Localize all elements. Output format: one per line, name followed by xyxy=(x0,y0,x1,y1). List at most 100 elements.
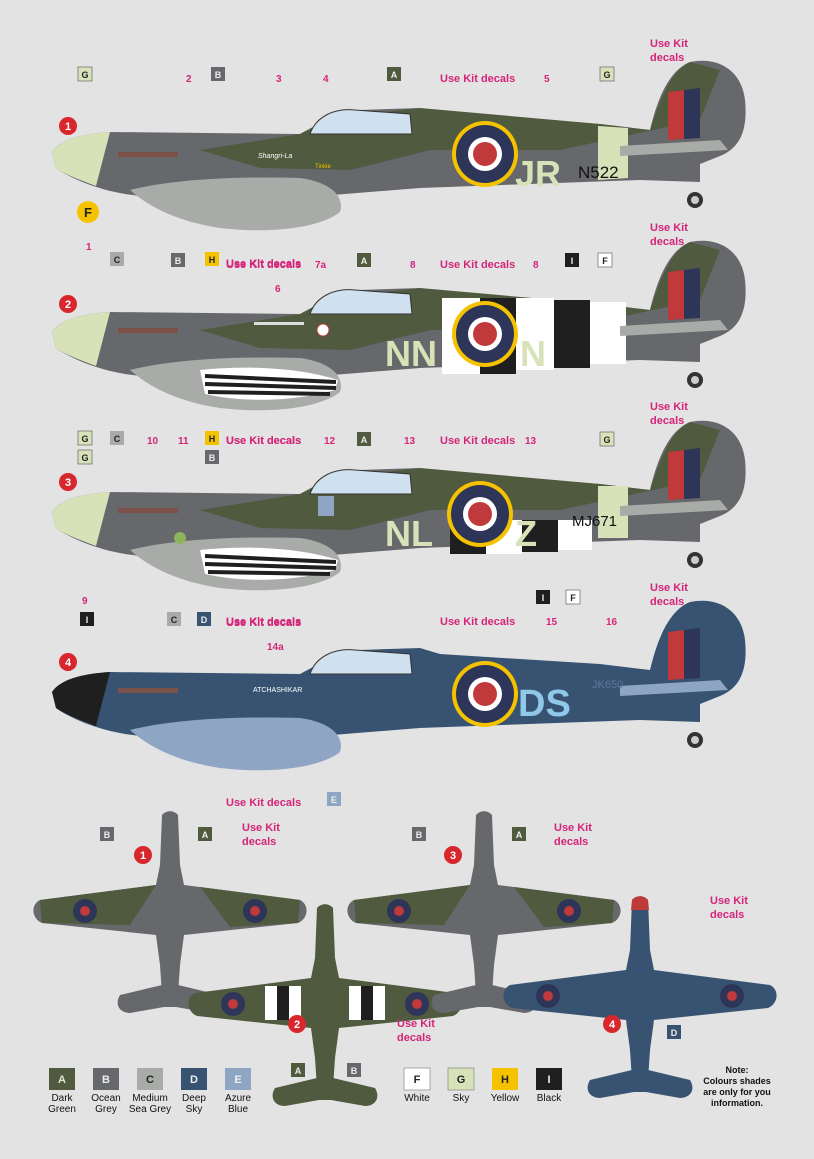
top-view-3: 3 B A Use Kit decals xyxy=(347,811,621,1013)
profile-2-letter-lower1: C xyxy=(110,431,124,445)
svg-text:I: I xyxy=(542,593,545,603)
svg-text:B: B xyxy=(175,256,182,266)
legend-code: A xyxy=(58,1074,66,1086)
top-view-1-number-badge xyxy=(134,846,152,864)
svg-text:decals: decals xyxy=(242,836,276,848)
profile-3-callout: 10 xyxy=(147,436,159,447)
svg-text:F: F xyxy=(84,205,92,220)
profile-1-letter-lower1: C xyxy=(110,252,124,266)
profile-3-letter-stripe1: I xyxy=(536,590,550,604)
svg-text:decals: decals xyxy=(710,909,744,921)
legend-code: C xyxy=(146,1074,154,1086)
profile-3-callout: 13 xyxy=(525,436,537,447)
profile-2-mission-marks xyxy=(254,322,304,325)
profile-2-under-stripes xyxy=(204,374,337,396)
svg-text:A: A xyxy=(361,256,368,266)
svg-text:A: A xyxy=(202,830,209,840)
legend-name: Ocean xyxy=(91,1093,120,1104)
profile-2-letter-top: A xyxy=(357,253,371,267)
svg-text:4: 4 xyxy=(609,1019,616,1031)
svg-text:B: B xyxy=(215,70,222,80)
svg-text:G: G xyxy=(81,434,88,444)
profile-4-use-kit-decals-top: Use Kit decals xyxy=(440,616,515,628)
top-view-2: 2 A B Use Kit decals xyxy=(188,904,462,1106)
profile-2-use-kit-decals-under: Use Kit decals xyxy=(226,435,301,447)
profile-3-callout: 12 xyxy=(324,436,336,447)
legend-swatch xyxy=(137,1068,163,1090)
svg-text:A: A xyxy=(295,1066,302,1076)
profile-2-fin-flash xyxy=(668,270,684,320)
profile-1-use-kit-decals-under: Use Kit decals xyxy=(226,258,301,270)
profile-2-letter-nose: G xyxy=(77,430,93,446)
profile-2-callout: 7a xyxy=(315,260,327,271)
profile-1-callout: 1 xyxy=(86,242,92,253)
svg-text:A: A xyxy=(516,830,523,840)
profile-1-wing-under xyxy=(130,177,341,231)
legend-name: Grey xyxy=(95,1104,117,1115)
profile-2-czech-roundel xyxy=(316,323,330,337)
profile-4-callout: 14a xyxy=(267,642,284,653)
svg-text:3: 3 xyxy=(450,850,456,862)
svg-text:1: 1 xyxy=(140,850,146,862)
profile-1-letter-lower2: H xyxy=(205,252,219,266)
profile-1-letter-tail: G xyxy=(599,66,615,82)
legend-code: G xyxy=(457,1074,466,1086)
profile-4-codes: DS xyxy=(518,683,571,725)
svg-text:A: A xyxy=(391,70,398,80)
profile-2-number-badge xyxy=(59,295,77,313)
profile-2-spinner xyxy=(52,312,110,366)
svg-text:2: 2 xyxy=(294,1019,300,1031)
profile-4-callout: 15 xyxy=(546,617,558,628)
top-view-1-letter-left: B xyxy=(100,827,114,841)
svg-text:2: 2 xyxy=(65,299,71,311)
profile-4-serial: JK650 xyxy=(592,679,623,691)
profile-3-callout: 13 xyxy=(404,436,416,447)
svg-text:decals: decals xyxy=(650,415,684,427)
profile-4-letter-nose: I xyxy=(80,612,94,626)
profile-1-callout: 5 xyxy=(544,74,550,85)
profile-4-use-kit-decals-left: Use Kit decals xyxy=(226,616,301,628)
legend-code: E xyxy=(234,1074,241,1086)
profile-3-letter-stripe2: F xyxy=(565,589,581,605)
profile-2-use-kit-decals-top: Use Kit decals xyxy=(440,259,515,271)
profile-1-codes: JR xyxy=(515,153,561,194)
bottom-view-4-spinner xyxy=(631,896,649,910)
svg-text:information.: information. xyxy=(711,1098,763,1108)
legend-swatch xyxy=(536,1068,562,1090)
profile-4-fin-flash xyxy=(668,630,684,680)
svg-text:Note:: Note: xyxy=(726,1065,749,1075)
profile-3-number-badge xyxy=(59,473,77,491)
svg-text:C: C xyxy=(114,434,121,444)
profile-3-letter-tail: G xyxy=(599,431,615,447)
profile-1-callout: 4 xyxy=(323,74,329,85)
profile-2-use-kit-decals: Use Kit decals xyxy=(226,259,301,271)
legend-name: Deep xyxy=(182,1093,206,1104)
profile-1-spinner xyxy=(52,132,110,186)
svg-text:D: D xyxy=(201,615,208,625)
profile-2-letter-lower2: H xyxy=(205,431,219,445)
svg-text:H: H xyxy=(209,434,216,444)
legend-code: B xyxy=(102,1074,110,1086)
svg-text:3: 3 xyxy=(65,477,71,489)
profile-3-codes-left: NL xyxy=(385,513,433,554)
profile-4-use-kit-decals-under: Use Kit decals xyxy=(226,797,301,809)
profile-3: NL Z MJ671 3 10 11 12 13 13 9 Use Kit de… xyxy=(52,401,746,629)
profile-1-sky-band xyxy=(598,126,628,180)
profile-1-letter-nose: G xyxy=(77,66,93,82)
profile-1: JR N522 Shangri-La Tinkie 1 F 2 3 4 5 1 … xyxy=(52,38,746,270)
legend-swatch xyxy=(49,1068,75,1090)
profile-1-canopy xyxy=(309,109,413,135)
top-view-3-number-badge xyxy=(444,846,462,864)
legend-name: Azure xyxy=(225,1093,252,1104)
profile-1-fin-flash xyxy=(668,90,684,140)
legend-name: Dark xyxy=(51,1093,73,1104)
profile-2-letter-fuse: B xyxy=(171,253,185,267)
svg-text:F: F xyxy=(570,593,576,603)
profile-1-use-kit-decals: Use Kit decals xyxy=(440,73,515,85)
